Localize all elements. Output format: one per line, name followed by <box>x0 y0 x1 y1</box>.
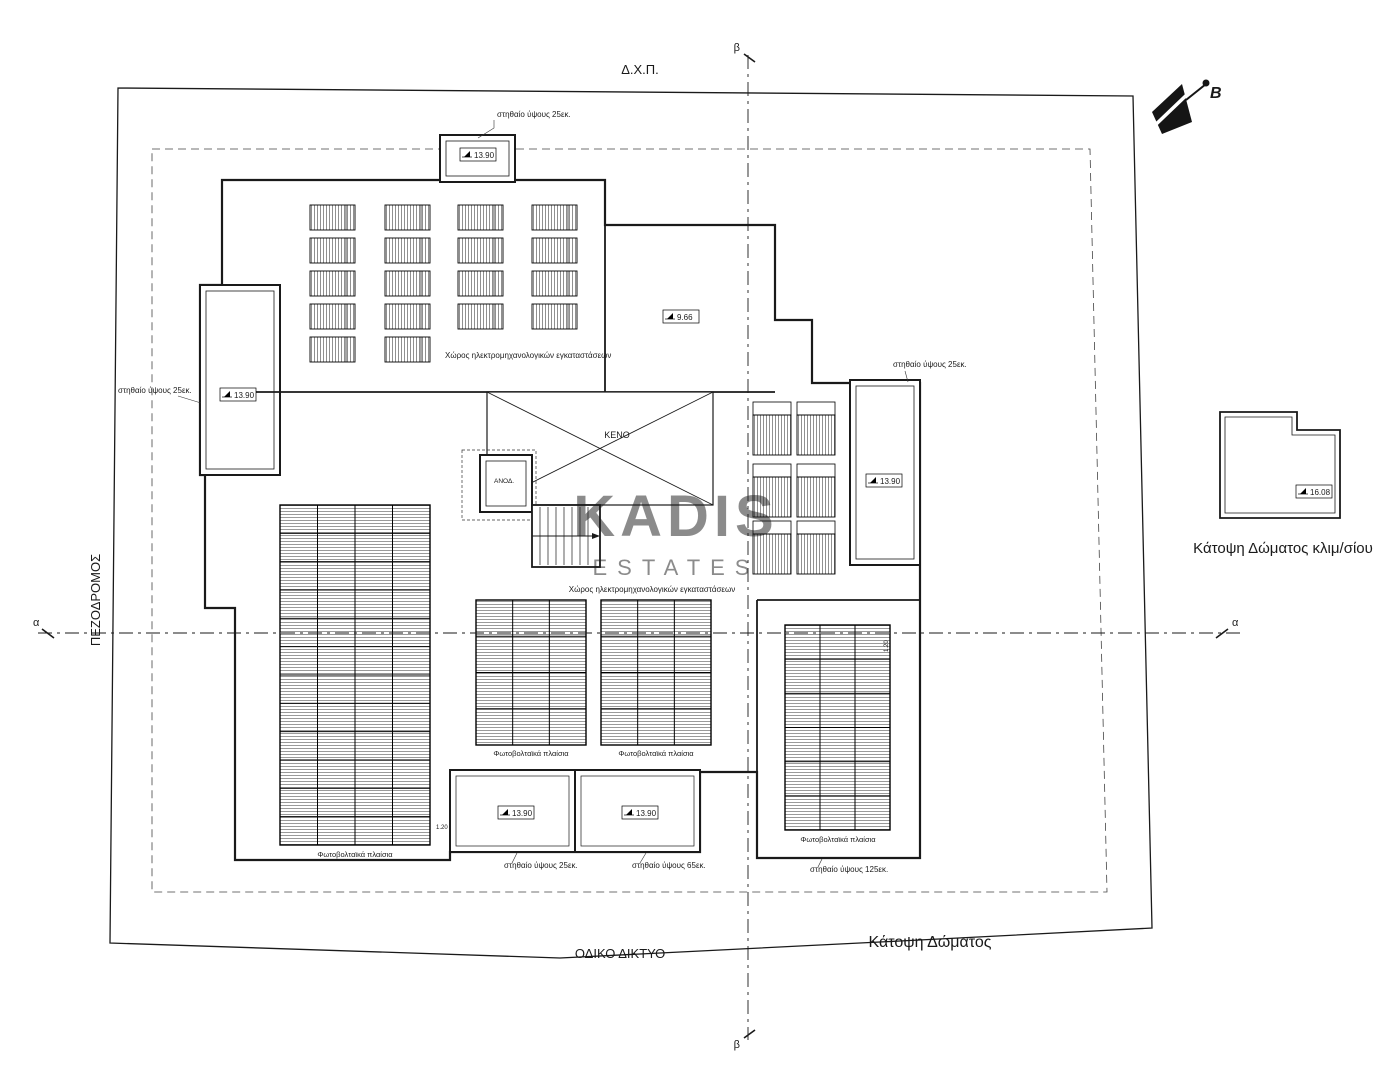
condenser-unit <box>796 520 836 575</box>
pv-label: Φωτοβολταϊκά πλαίσια <box>317 850 393 859</box>
mech-room-label-2: Χώρος ηλεκτρομηχανολογικών εγκαταστάσεων <box>569 585 735 594</box>
road-label-bottom: ΟΔΙΚΟ ΔΙΚΤΥΟ <box>575 946 665 961</box>
hvac-unit <box>309 336 356 363</box>
svg-text:13.90: 13.90 <box>474 151 495 160</box>
svg-text:13.90: 13.90 <box>636 809 657 818</box>
elevation-marker: 13.90 <box>865 473 903 488</box>
elevation-marker: 9.66 <box>662 309 700 324</box>
stair-roof-plan: Κάτοψη Δώματος κλιμ/σίου <box>1193 411 1373 557</box>
road-label-left: ΠΕΖΟΔΡΟΜΟΣ <box>88 554 103 646</box>
pv-array-left: Φωτοβολταϊκά πλαίσια <box>279 504 431 859</box>
section-label-b-bottom: β <box>734 1039 740 1051</box>
parapet-note: στηθαίο ύψους 65εκ. <box>632 861 706 870</box>
stairs-up-label: ΑΝΟΔ. <box>494 478 514 485</box>
elevation-marker: 13.90 <box>497 805 535 820</box>
stair-steps <box>532 507 592 565</box>
road-label-top: Δ.Χ.Π. <box>621 62 659 77</box>
roof-volume-left <box>199 284 281 476</box>
elevation-marker: 13.90 <box>459 147 497 162</box>
north-letter: B <box>1210 85 1222 102</box>
elevator-shaft <box>479 454 533 513</box>
hvac-unit <box>457 204 504 231</box>
hvac-unit <box>384 336 431 363</box>
hvac-unit <box>384 237 431 264</box>
hvac-unit <box>457 270 504 297</box>
watermark-line1: KADIS <box>573 484 778 549</box>
section-label-a-right: α <box>1232 617 1239 629</box>
hvac-unit <box>309 270 356 297</box>
mech-equipment-grid: Χώρος ηλεκτρομηχανολογικών εγκαταστάσεων <box>309 204 611 363</box>
svg-text:13.90: 13.90 <box>234 391 255 400</box>
section-label-a-left: α <box>33 617 40 629</box>
pv-label: Φωτοβολταϊκά πλαίσια <box>493 749 569 758</box>
pv-label: Φωτοβολταϊκά πλαίσια <box>618 749 694 758</box>
watermark-line2: ESTATES <box>593 555 760 580</box>
plan-title: Κάτοψη Δώματος <box>869 934 992 951</box>
parapet-note: στηθαίο ύψους 125εκ. <box>810 865 888 874</box>
pv-array-right: Φωτοβολταϊκά πλαίσια <box>784 624 891 844</box>
hvac-unit <box>384 303 431 330</box>
svg-text:16.08: 16.08 <box>1310 488 1331 497</box>
stair-roof-plan-title: Κάτοψη Δώματος κλιμ/σίου <box>1193 540 1373 557</box>
void-label: ΚΕΝΟ <box>604 430 630 440</box>
hvac-unit <box>384 204 431 231</box>
roof-bulkhead-top <box>439 134 516 183</box>
parapet-note: στηθαίο ύψους 25εκ. <box>118 386 192 395</box>
hvac-unit <box>309 303 356 330</box>
dimension-label: 1.20 <box>436 825 448 831</box>
elevation-marker: 13.90 <box>219 387 257 402</box>
section-lines: β β α α <box>33 42 1240 1051</box>
hvac-unit <box>531 270 578 297</box>
hvac-unit <box>457 237 504 264</box>
section-label-b-top: β <box>734 42 740 54</box>
parapet-note: στηθαίο ύψους 25εκ. <box>893 360 967 369</box>
hvac-unit <box>457 303 504 330</box>
svg-text:13.90: 13.90 <box>880 477 901 486</box>
condenser-unit <box>796 463 836 518</box>
mech-room-label: Χώρος ηλεκτρομηχανολογικών εγκαταστάσεων <box>445 351 611 360</box>
condenser-unit <box>796 401 836 456</box>
condenser-unit <box>752 401 792 456</box>
elevation-markers: 13.90 13.90 9.66 13.90 13.90 13.90 <box>219 147 1333 820</box>
hvac-unit <box>531 303 578 330</box>
hvac-unit <box>309 204 356 231</box>
stair-core-dashed-outline <box>461 449 537 521</box>
dimension-label: 1.20 <box>884 640 890 652</box>
hvac-unit <box>384 270 431 297</box>
pv-label: Φωτοβολταϊκά πλαίσια <box>800 835 876 844</box>
elevation-marker: 13.90 <box>621 805 659 820</box>
parapet-note: στηθαίο ύψους 25εκ. <box>497 110 571 119</box>
north-arrow: B <box>1148 79 1222 134</box>
elevation-marker: 16.08 <box>1295 484 1333 499</box>
hvac-unit <box>309 237 356 264</box>
parapet-notes: στηθαίο ύψους 25εκ. στηθαίο ύψους 25εκ. … <box>118 110 967 874</box>
watermark: KADIS ESTATES <box>573 484 778 580</box>
svg-text:9.66: 9.66 <box>677 313 693 322</box>
setback-dashed-line <box>151 148 1108 893</box>
pv-array-center-left: Φωτοβολταϊκά πλαίσια <box>475 599 587 758</box>
parapet-note: στηθαίο ύψους 25εκ. <box>504 861 578 870</box>
stair-core: ΑΝΟΔ. <box>461 449 601 568</box>
stair-direction-arrow <box>592 533 600 539</box>
hvac-unit <box>531 204 578 231</box>
pv-array-center-right: Φωτοβολταϊκά πλαίσια <box>600 599 712 758</box>
svg-text:13.90: 13.90 <box>512 809 533 818</box>
hvac-unit <box>531 237 578 264</box>
roof-volume-right <box>849 379 921 566</box>
